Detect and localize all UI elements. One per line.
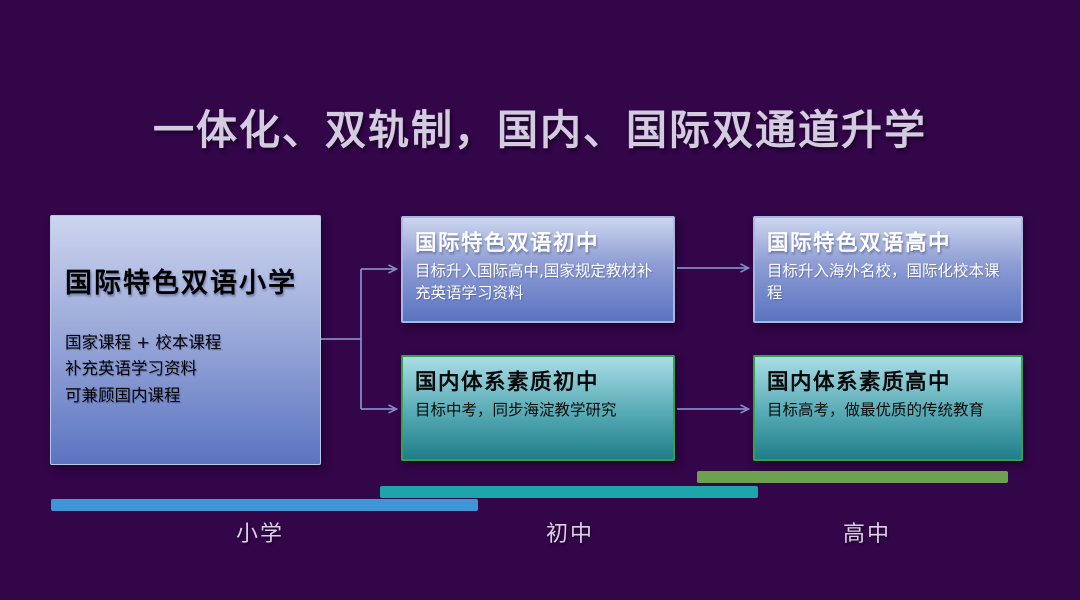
international-high-box: 国际特色双语高中 目标升入海外名校，国际化校本课程 [753, 216, 1023, 323]
international-middle-title: 国际特色双语初中 [415, 231, 600, 256]
timeline-bar-primary-school [51, 499, 478, 511]
domestic-high-box: 国内体系素质高中 目标高考，做最优质的传统教育 [753, 355, 1023, 461]
primary-school-box: 国际特色双语小学 国家课程 + 校本课程 补充英语学习资料 可兼顾国内课程 [50, 215, 321, 465]
timeline-label-high: 高中 [842, 522, 892, 547]
primary-school-line-1: 国家课程 + 校本课程 [65, 333, 222, 352]
timeline-bar-middle-school [380, 486, 758, 498]
timeline-label-primary: 小学 [235, 522, 285, 547]
domestic-high-title: 国内体系素质高中 [767, 370, 952, 395]
primary-school-line-2: 补充英语学习资料 [65, 359, 197, 379]
timeline-bar-high-school [697, 471, 1008, 483]
domestic-middle-title: 国内体系素质初中 [415, 370, 600, 395]
domestic-middle-box: 国内体系素质初中 目标中考，同步海淀教学研究 [401, 355, 675, 461]
slide-title: 一体化、双轨制，国内、国际双通道升学 [153, 106, 927, 154]
international-high-title: 国际特色双语高中 [767, 231, 952, 256]
domestic-high-desc: 目标高考，做最优质的传统教育 [767, 401, 985, 419]
connector-primary-stem [321, 269, 362, 409]
international-middle-desc: 目标升入国际高中,国家规定教材补充英语学习资料 [415, 262, 653, 303]
international-middle-box: 国际特色双语初中 目标升入国际高中,国家规定教材补充英语学习资料 [401, 216, 675, 323]
primary-school-title: 国际特色双语小学 [65, 268, 297, 299]
timeline-label-middle: 初中 [545, 522, 595, 547]
domestic-middle-desc: 目标中考，同步海淀教学研究 [415, 401, 617, 419]
primary-school-body: 国家课程 + 校本课程 补充英语学习资料 可兼顾国内课程 [65, 330, 306, 409]
primary-school-line-3: 可兼顾国内课程 [65, 385, 181, 405]
international-high-desc: 目标升入海外名校，国际化校本课程 [767, 262, 1000, 303]
